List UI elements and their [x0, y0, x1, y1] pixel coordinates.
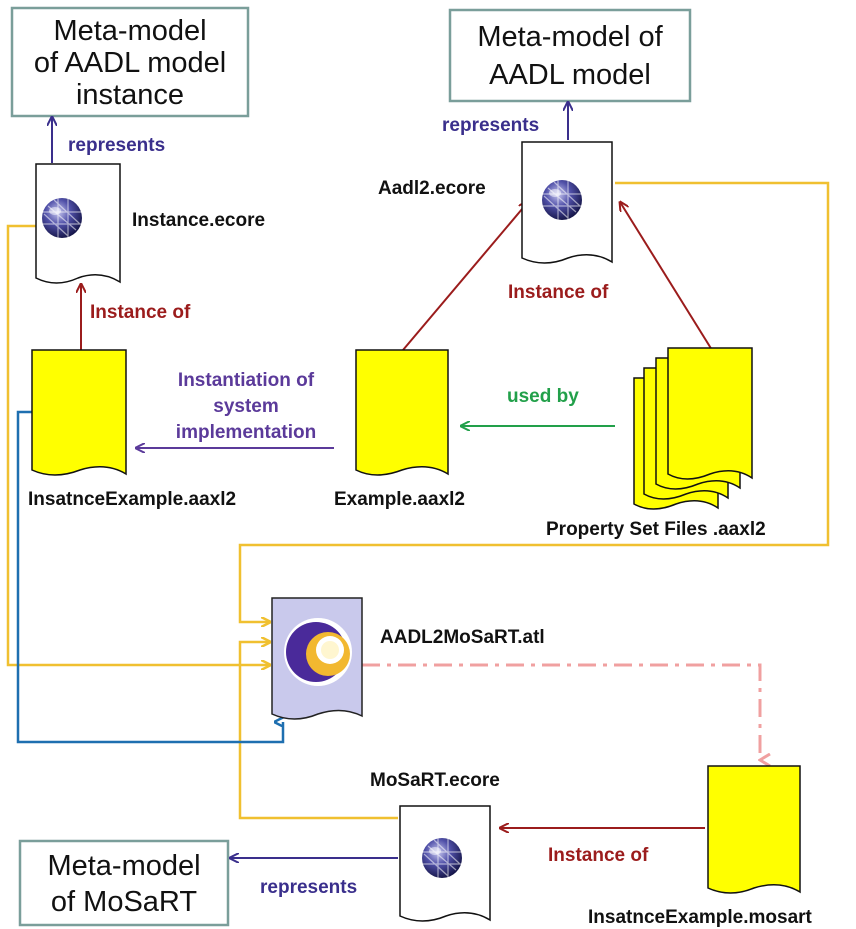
- mosart-ecore-document: [399, 805, 491, 922]
- metamodel-aadl-instance-box: Meta-model of AADL model instance: [10, 6, 250, 118]
- metamodel-mosart-box: Meta-model of MoSaRT: [18, 839, 230, 927]
- instance-of-label-3: Instance of: [548, 845, 649, 866]
- aadl2-ecore-to-atl-line: [238, 181, 830, 622]
- metamodel-mosart-line1: Meta-model: [47, 850, 200, 882]
- atl-to-mosart-output-line: [362, 663, 760, 760]
- instantiation-label-line3: implementation: [176, 422, 316, 443]
- atl-logo-icon: [284, 618, 352, 686]
- instance-example-to-atl-line: [16, 410, 285, 744]
- aadl2-ecore-document: [521, 141, 613, 264]
- atl-label: AADL2MoSaRT.atl: [380, 627, 545, 648]
- instance-example-mosart-document: [707, 765, 801, 894]
- instance-ecore-label: Instance.ecore: [132, 210, 265, 231]
- globe-icon: [41, 197, 83, 239]
- instance-example-mosart-label: InsatnceExample.mosart: [588, 907, 813, 928]
- instance-example-aaxl2-label: InsatnceExample.aaxl2: [28, 489, 236, 510]
- aadl2-ecore-label: Aadl2.ecore: [378, 178, 486, 199]
- instance-ecore-document: [35, 163, 121, 284]
- metamodel-aadl-instance-line1: Meta-model: [53, 15, 206, 47]
- metamodel-aadl-instance-line2: of AADL model: [34, 47, 226, 79]
- instance-ecore-to-atl-line: [6, 224, 270, 665]
- instance-of-label-2: Instance of: [508, 282, 609, 303]
- represents-arrows: [52, 102, 568, 858]
- metamodel-mosart-line2: of MoSaRT: [51, 886, 197, 918]
- metamodel-aadl-model-line2: AADL model: [489, 59, 651, 91]
- yellow-connectors: [6, 181, 830, 820]
- example-aaxl2-document: [355, 349, 449, 476]
- property-set-files-label: Property Set Files .aaxl2: [546, 519, 766, 540]
- instance-of-arrow-2b: [620, 202, 713, 351]
- globe-icon: [541, 179, 583, 221]
- instance-of-label-1: Instance of: [90, 302, 191, 323]
- instance-of-arrows: [81, 202, 713, 828]
- globe-icon: [421, 837, 463, 879]
- metamodel-aadl-instance-line3: instance: [76, 79, 184, 111]
- represents-label-2: represents: [442, 115, 539, 136]
- represents-label-3: represents: [260, 877, 357, 898]
- instance-of-arrow-2a: [402, 202, 528, 351]
- metamodel-aadl-model-line1: Meta-model of: [477, 21, 663, 53]
- atl-transformation-document: [271, 597, 363, 720]
- used-by-label: used by: [507, 386, 579, 407]
- instantiation-label-line1: Instantiation of: [178, 370, 315, 391]
- metamodel-aadl-model-box: Meta-model of AADL model: [448, 8, 692, 103]
- property-set-files-document-stack: [633, 347, 753, 510]
- instantiation-label-line2: system: [213, 396, 279, 417]
- represents-label-1: represents: [68, 135, 165, 156]
- mosart-ecore-to-atl-line: [238, 642, 398, 820]
- example-aaxl2-label: Example.aaxl2: [334, 489, 465, 510]
- mosart-ecore-label: MoSaRT.ecore: [370, 770, 500, 791]
- instance-example-aaxl2-document: [31, 349, 127, 476]
